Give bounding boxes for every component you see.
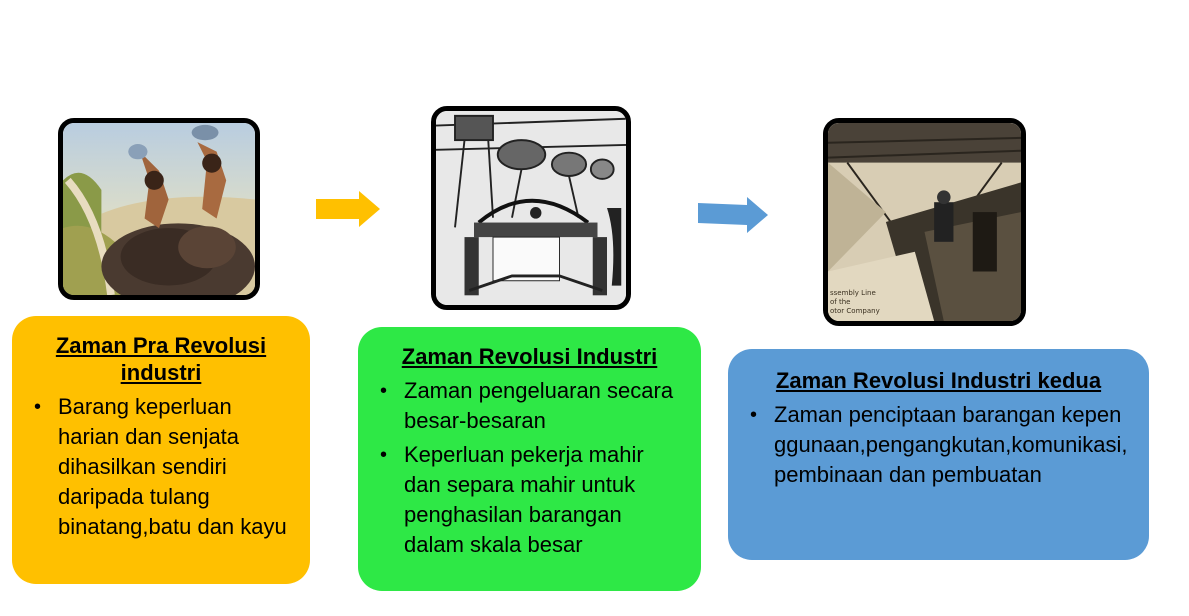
stage-bullet: Zaman pengeluaran secara besar-besaran xyxy=(376,376,683,436)
power-loom-illustration xyxy=(436,111,626,305)
power-loom-engraving-image xyxy=(431,106,631,310)
stage-card-industrial-revolution: Zaman Revolusi Industri Zaman pengeluara… xyxy=(358,327,701,591)
caption-line: otor Company xyxy=(830,307,880,315)
assembly-line-photo-image: ssembly Line of the otor Company xyxy=(823,118,1026,326)
arrow-right-icon xyxy=(316,191,380,227)
stage-card-second-industrial-revolution: Zaman Revolusi Industri kedua Zaman penc… xyxy=(728,349,1149,560)
stage-bullet: Zaman penciptaan barangan kepenggunaan,p… xyxy=(746,400,1131,490)
arrow-right-icon xyxy=(698,197,768,233)
stage-title: Zaman Pra Revolusi industri xyxy=(55,333,267,385)
caption-line: ssembly Line xyxy=(830,289,876,297)
stage-title: Zaman Revolusi Industri xyxy=(401,344,658,369)
stage-title: Zaman Revolusi Industri kedua xyxy=(775,368,1102,393)
caption-line: of the xyxy=(830,298,851,306)
stage-bullet-list: Zaman pengeluaran secara besar-besaran K… xyxy=(376,376,683,560)
prehistoric-hunters-image xyxy=(58,118,260,300)
stage-card-pre-industrial: Zaman Pra Revolusi industri Barang keper… xyxy=(12,316,310,584)
assembly-line-illustration xyxy=(828,123,1021,321)
stage-bullet: Keperluan pekerja mahir dan separa mahir… xyxy=(376,440,683,560)
stage-bullet-list: Barang keperluan harian dan senjata diha… xyxy=(30,392,292,542)
stage-bullet: Barang keperluan harian dan senjata diha… xyxy=(30,392,292,542)
stage-bullet-list: Zaman penciptaan barangan kepenggunaan,p… xyxy=(746,400,1131,490)
photo-caption: ssembly Line of the otor Company xyxy=(830,289,880,316)
prehistoric-hunters-illustration xyxy=(63,123,255,295)
